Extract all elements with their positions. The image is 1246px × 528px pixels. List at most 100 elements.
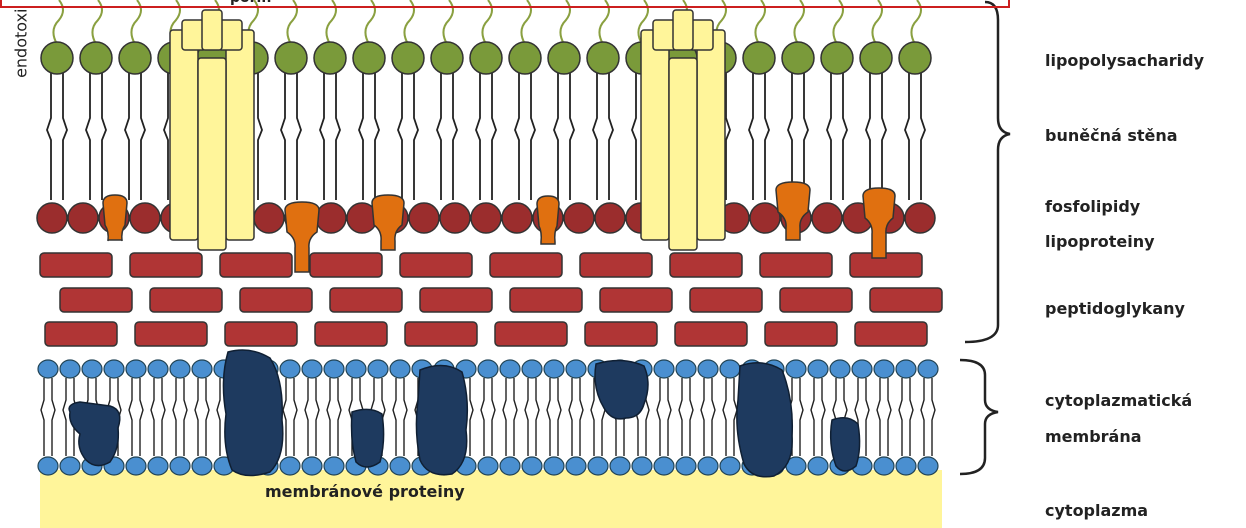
membrane-tail [327,378,330,456]
membrane-tail [129,378,132,456]
membrane-head-inner [632,457,652,475]
lipid-tail [398,72,402,200]
lipid-tail [593,72,597,200]
membrane-protein [595,360,648,418]
membrane-tail [305,378,308,456]
membrane-tail [173,378,176,456]
lipoprotein [103,195,127,241]
peptidoglycan-brick [60,288,132,312]
lipid-tail [570,72,574,200]
lps-head [587,42,619,74]
membrane-head-inner [874,457,894,475]
phospholipid-head [316,203,346,233]
membrane-tail [580,378,583,456]
membrane-head-outer [390,360,410,378]
phospholipid-head [471,203,501,233]
peptidoglycan-brick [675,322,747,346]
lipid-tail [320,72,324,200]
membrane-tail [668,378,671,456]
membrane-head-outer [786,360,806,378]
phospholipid-head [750,203,780,233]
membrane-head-outer [104,360,124,378]
lipid-tail [336,72,340,200]
membrane-head-outer [368,360,388,378]
lipid-tail [632,72,636,200]
porin-column [669,58,697,250]
membrane-tail [888,378,891,456]
lipid-tail [905,72,909,200]
membrane-head-inner [654,457,674,475]
membrane-tail [800,378,803,456]
porin-column [641,30,669,240]
phospholipid-head [440,203,470,233]
porin [170,10,254,250]
cytoplasm-band [40,470,942,528]
membrane-head-inner [544,457,564,475]
lipid-tail [921,72,925,200]
lipid-tail [125,72,129,200]
membrane-tail [206,378,209,456]
lps-head [548,42,580,74]
lipid-tail [515,72,519,200]
peptidoglycan-brick [330,288,402,312]
membrane-protein [69,402,120,466]
membrane-head-inner [148,457,168,475]
lipid-tail [827,72,831,200]
membrane-tail [932,378,935,456]
membrane-head-inner [38,457,58,475]
membrane-tail [558,378,561,456]
lipid-tail [765,72,769,200]
membrane-tail [690,378,693,456]
membrane-tail [514,378,517,456]
membrane-layer [38,360,938,475]
lps-head [899,42,931,74]
membrane-tail [811,378,814,456]
membrane-tail [657,378,660,456]
membrane-head-outer [896,360,916,378]
membrane-label: membrána [1045,426,1142,448]
lipid-tail [164,72,168,200]
cell-wall-label: buněčná stěna [1045,125,1178,147]
membrane-tail [503,378,506,456]
lps-head [821,42,853,74]
lipid-tail [882,72,886,200]
membrane-head-outer [38,360,58,378]
membrane-tail [591,378,594,456]
membrane-tail [536,378,539,456]
lipid-tail [843,72,847,200]
phospholipid-head [502,203,532,233]
lipid-tail [866,72,870,200]
phospholipid-head [905,203,935,233]
membrane-head-inner [280,457,300,475]
phospholipid-label: fosfolipidy [1045,196,1140,218]
membrane-head-outer [720,360,740,378]
membrane-tail [822,378,825,456]
lipid-tail [554,72,558,200]
lipid-tail [788,72,792,200]
lipid-tail [141,72,145,200]
lps-head [470,42,502,74]
lps-head [860,42,892,74]
phospholipid-head [37,203,67,233]
membrane-tail [316,378,319,456]
lipid-tail [531,72,535,200]
peptidoglycan-brick [45,322,117,346]
cytoplasmic-membrane-label: cytoplazmatická [1045,390,1192,412]
membrane-head-inner [720,457,740,475]
lps-head [509,42,541,74]
peptidoglycan-brick [405,322,477,346]
membrane-head-outer [148,360,168,378]
membrane-tail [140,378,143,456]
membrane-tail [547,378,550,456]
membrane-tail [569,378,572,456]
peptidoglycan-brick [495,322,567,346]
membrane-head-outer [280,360,300,378]
membrane-head-inner [192,457,212,475]
membrane-head-outer [478,360,498,378]
peptidoglycan-brick [225,322,297,346]
membrane-head-outer [82,360,102,378]
membrane-head-outer [522,360,542,378]
lipid-tail [414,72,418,200]
membrane-head-outer [302,360,322,378]
lipid-tail [804,72,808,200]
